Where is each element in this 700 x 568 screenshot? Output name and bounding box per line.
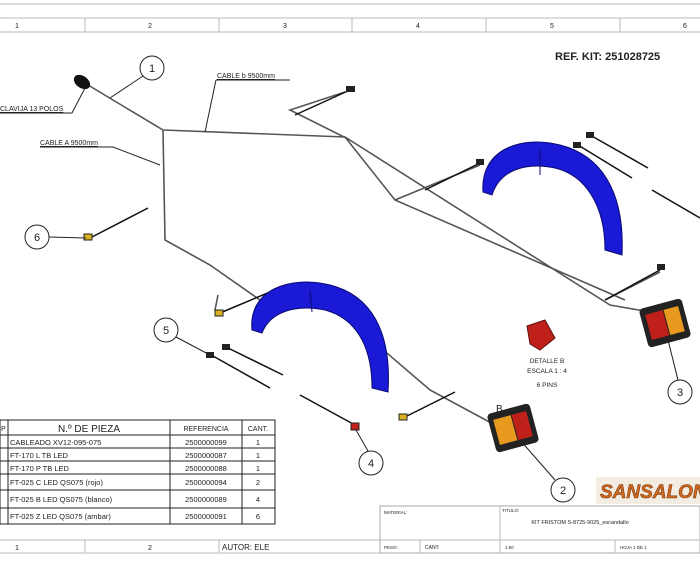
sansalon-logo: SANSALON [600, 482, 700, 503]
sheet-number: HOJA 1 DE 1 [620, 545, 647, 550]
balloon-4: 4 [355, 429, 384, 476]
bom-quantity: 1 [256, 464, 260, 473]
ref-kit: REF. KIT: 251028725 [555, 51, 660, 63]
qty-label: CANT: [425, 545, 439, 551]
balloon-number: 4 [368, 458, 374, 470]
bom-reference: 2500000094 [185, 478, 227, 487]
balloon-2: 2 [519, 439, 576, 503]
balloon-1: 1 [109, 55, 165, 99]
bom-quantity: 1 [256, 451, 260, 460]
fender-left [251, 281, 389, 393]
bom-reference: 2500000089 [185, 495, 227, 504]
material-label: MATERIAL: [384, 510, 407, 515]
bom-reference: 2500000091 [185, 512, 227, 521]
fender-right [482, 141, 623, 256]
bom-part-name: CABLEADO XV12-095-075 [10, 438, 101, 447]
detail-pins: 6 PINS [537, 382, 558, 389]
zone-label: 5 [550, 23, 554, 30]
wiring-harness [87, 84, 661, 426]
detail-title: DETALLE B [530, 358, 565, 365]
balloon-number: 2 [560, 485, 566, 497]
plug-label: CLAVIJA 13 POLOS [0, 106, 64, 113]
bom-reference: 2500000087 [185, 451, 227, 460]
zone-label: 6 [683, 23, 687, 30]
bom-quantity: 1 [256, 438, 260, 447]
bom-table [0, 419, 276, 525]
title-label: TITULO: [502, 508, 519, 513]
bom-quantity: 6 [256, 512, 260, 521]
bom-header-qty: CANT. [248, 426, 268, 433]
zone-label: 1 [15, 23, 19, 30]
zone-label: 3 [283, 23, 287, 30]
author-label: AUTOR: ELE [222, 543, 269, 552]
bom-header-part: N.º DE PIEZA [58, 424, 120, 435]
zone-label: 2 [148, 545, 152, 552]
rear-lamp-left [487, 403, 539, 453]
detail-scale: ESCALA 1 : 4 [527, 368, 567, 375]
bom-quantity: 2 [256, 478, 260, 487]
balloon-number: 3 [677, 387, 683, 399]
cable-a-label: CABLE A 9500mm [40, 140, 98, 147]
balloon-number: 6 [34, 232, 40, 244]
scale-value: 1:50 [505, 545, 514, 550]
balloon-number: 5 [163, 325, 169, 337]
bom-header-p: P [1, 426, 6, 433]
zone-label: 4 [416, 23, 420, 30]
bom-reference: 2500000099 [185, 438, 227, 447]
balloon-3: 3 [667, 339, 693, 405]
bom-part-name: FT-025 C LED QS075 (rojo) [10, 478, 103, 487]
rear-lamp-right [639, 298, 691, 348]
bom-part-name: FT-025 Z LED QS075 (ambar) [10, 512, 111, 521]
bom-quantity: 4 [256, 495, 260, 504]
balloon-number: 1 [149, 63, 155, 75]
bom-reference: 2500000088 [185, 464, 227, 473]
zone-label: 2 [148, 23, 152, 30]
bom-part-name: FT-170 P TB LED [10, 464, 69, 473]
title-block [379, 477, 700, 554]
weight-label: PESO: [384, 545, 398, 550]
balloon-5: 5 [153, 317, 211, 356]
plug-13-pole [73, 74, 91, 90]
detail-letter: B [496, 404, 503, 415]
bom-part-name: FT-025 B LED QS075 (blanco) [10, 495, 113, 504]
bom-part-name: FT-170 L TB LED [10, 451, 69, 460]
bom-header-ref: REFERENCIA [183, 426, 228, 433]
connector-leads [83, 86, 700, 431]
cable-b-label: CABLE b 9500mm [217, 73, 275, 80]
detail-b-connector [526, 319, 556, 351]
balloon-6: 6 [24, 224, 87, 250]
drawing-title: KIT FRISTOM S-8725-9025_escandallo [531, 520, 628, 526]
zone-label: 1 [15, 545, 19, 552]
